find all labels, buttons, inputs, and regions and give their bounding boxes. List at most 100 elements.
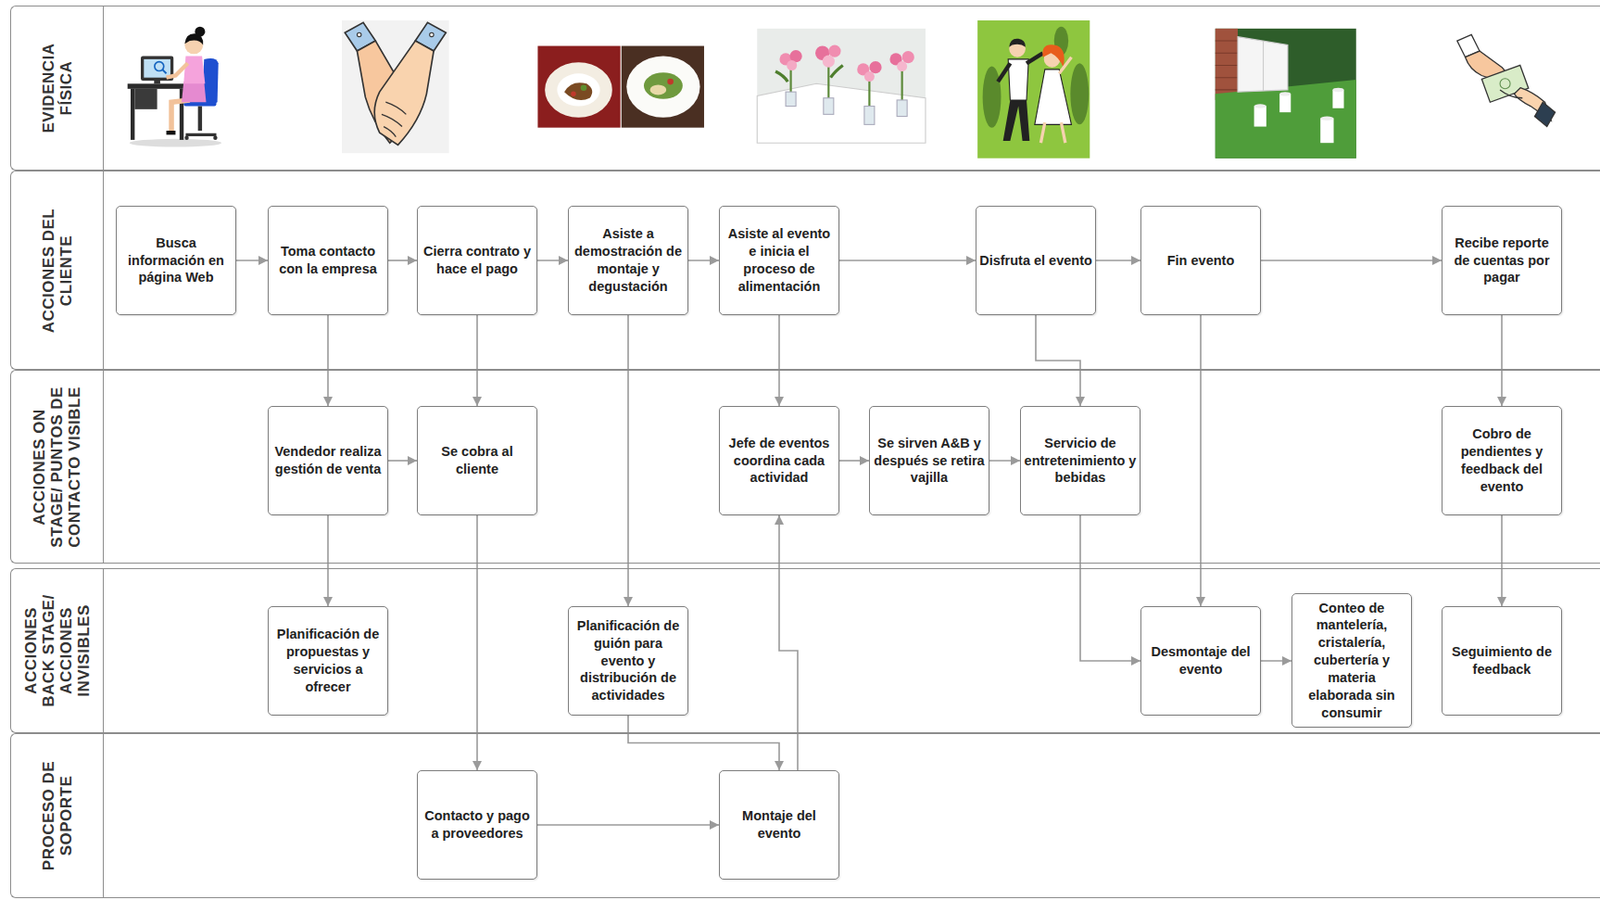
lane-header: PROCESO DE SOPORTE (11, 733, 104, 897)
woman-at-computer (130, 88, 135, 140)
lane-title: PROCESO DE SOPORTE (38, 746, 75, 884)
woman-at-computer (181, 81, 206, 102)
woman-at-computer (127, 26, 222, 148)
box-label: Fin evento (1144, 251, 1258, 270)
box-label: Busca información en página Web (119, 234, 233, 288)
lane-header: ACCIONES DEL CLIENTE (11, 171, 104, 369)
dancing-couple-picture (1070, 62, 1089, 125)
flow-arrow (1260, 659, 1292, 662)
table-flowers-picture (864, 106, 875, 126)
process-box: Conteo de mantelería, cristalería, cuber… (1291, 592, 1412, 729)
woman-at-computer (184, 135, 189, 139)
flow-arrow (476, 314, 479, 406)
flow-arrow (628, 715, 780, 770)
process-box: Se cobra al cliente (416, 405, 538, 516)
flow-arrow (236, 259, 268, 262)
process-box: Asiste a demostración de montaje y degus… (567, 205, 689, 315)
food-plates-picture (650, 84, 668, 95)
food-plates-picture (537, 46, 705, 128)
flow-arrow (476, 515, 479, 770)
connectors (236, 260, 1502, 825)
table-flowers-picture (823, 98, 834, 115)
handshake-picture (341, 20, 450, 153)
woman-at-computer (127, 83, 188, 89)
table-flowers-picture (822, 54, 835, 67)
box-label: Seguimiento de feedback (1445, 642, 1559, 679)
lane-title: ACCIONES BACK STAGE/ ACCIONES INVISIBLES (21, 581, 92, 719)
dancing-couple-picture (1034, 69, 1072, 125)
food-plates-picture (564, 82, 593, 101)
box-label: Cobro de pendientes y feedback del event… (1445, 425, 1559, 495)
dancing-couple-picture (982, 66, 1002, 128)
process-box: Servicio de entretenimiento y bebidas (1020, 405, 1141, 516)
table-flowers-picture (756, 28, 926, 143)
garden-picture (1332, 88, 1344, 92)
table-flowers-picture (775, 71, 788, 82)
box-label: Montaje del evento (722, 806, 836, 843)
handshake-picture (429, 32, 434, 37)
process-box: Planificación de guión para evento y dis… (567, 605, 689, 716)
dancing-couple-picture (1026, 52, 1044, 63)
process-box: Desmontaje del evento (1140, 605, 1261, 716)
process-box: Cierra contrato y hace el pago (416, 205, 538, 315)
flow-arrow (989, 459, 1021, 462)
box-label: Contacto y pago a proveedores (420, 806, 534, 843)
flow-arrow (1260, 259, 1442, 262)
money-hands-picture (1499, 89, 1523, 99)
swimlane: ACCIONES ON STAGE/ PUNTOS DE CONTACTO VI… (10, 369, 1600, 564)
table-flowers-picture (831, 64, 844, 77)
garden-picture (1320, 116, 1334, 121)
garden-picture (1215, 28, 1357, 159)
woman-at-computer (166, 62, 189, 77)
box-label: Desmontaje del evento (1144, 642, 1258, 679)
garden-picture (1254, 106, 1267, 127)
table-flowers-picture (896, 61, 908, 72)
garden-picture (1215, 79, 1357, 159)
flow-arrow (1199, 314, 1202, 606)
money-hands-picture (1499, 78, 1511, 89)
food-plates-picture (556, 73, 600, 106)
flow-arrow (327, 314, 329, 406)
flow-arrow (839, 259, 976, 262)
process-box: Fin evento (1140, 205, 1261, 315)
flow-arrow (327, 515, 329, 606)
dancing-couple-picture (1008, 38, 1026, 48)
flow-arrow (1080, 515, 1141, 661)
box-label: Cierra contrato y hace el pago (420, 242, 534, 278)
woman-at-computer (143, 59, 171, 78)
lane-header: ACCIONES ON STAGE/ PUNTOS DE CONTACTO VI… (11, 370, 104, 563)
swimlane: EVIDENCIA FÍSICA (10, 5, 1600, 171)
flow-arrow (388, 259, 417, 262)
food-plates-picture (643, 72, 683, 100)
illustrations (127, 20, 1556, 159)
food-plates-picture (570, 91, 577, 98)
garden-picture (1215, 40, 1238, 90)
handshake-picture (341, 20, 450, 153)
woman-at-computer (213, 135, 217, 139)
woman-at-computer (194, 26, 205, 38)
dancing-couple-picture (977, 20, 1090, 159)
garden-picture (1279, 91, 1291, 96)
food-plates-picture (580, 84, 588, 91)
flow-arrow (537, 259, 568, 262)
process-box: Seguimiento de feedback (1441, 605, 1563, 716)
garden-picture (1215, 28, 1238, 101)
food-plates-picture (544, 62, 613, 117)
box-label: Planificación de propuestas y servicios … (271, 625, 385, 695)
woman-at-computer (162, 69, 166, 74)
table-flowers-picture (828, 44, 841, 57)
process-box: Busca información en página Web (115, 205, 237, 315)
lane-title: EVIDENCIA FÍSICA (38, 19, 75, 157)
money-hands-picture (1457, 34, 1556, 126)
dancing-couple-picture (1003, 100, 1031, 141)
garden-picture (1279, 93, 1291, 113)
garden-picture (1254, 103, 1267, 108)
table-flowers-picture (896, 100, 908, 117)
garden-picture (1262, 40, 1264, 91)
flow-arrow (778, 314, 781, 406)
handshake-picture (356, 32, 361, 37)
garden-picture (1332, 89, 1344, 109)
dancing-couple-picture (1040, 122, 1065, 143)
flow-arrow (627, 314, 630, 606)
